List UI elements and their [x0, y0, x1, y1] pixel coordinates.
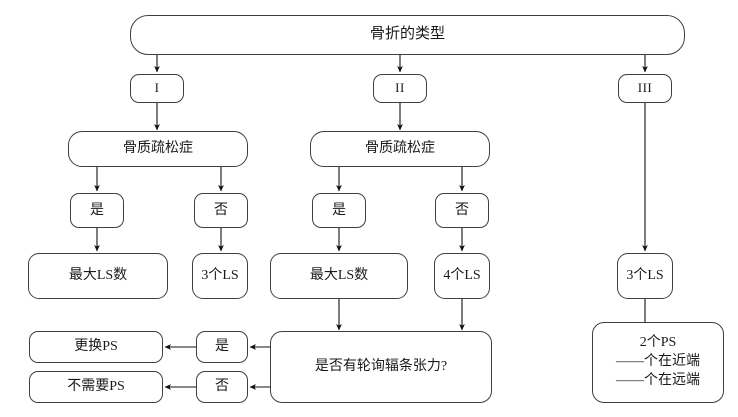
node-osteoporosis-left-label: 骨质疏松症 [123, 141, 193, 157]
node-spoke-tension-question[interactable]: 是否有轮询辐条张力? [270, 331, 492, 403]
node-no-left-label: 否 [214, 202, 228, 218]
node-no-bottom[interactable]: 否 [196, 371, 248, 403]
node-no-left[interactable]: 否 [194, 193, 248, 228]
node-yes-mid-label: 是 [332, 202, 346, 218]
node-yes-bottom[interactable]: 是 [196, 331, 248, 363]
node-fracture-type[interactable]: 骨折的类型 [130, 15, 685, 55]
node-two-ps-line-2: ——个在近端 [616, 354, 700, 370]
node-max-ls-left-label: 最大LS数 [68, 268, 128, 284]
node-osteoporosis-mid-label: 骨质疏松症 [365, 141, 435, 157]
node-type-1-label: I [154, 80, 160, 96]
node-no-ps-needed[interactable]: 不需要PS [29, 371, 163, 403]
node-replace-ps-label: 更换PS [74, 339, 118, 355]
node-yes-left-label: 是 [90, 202, 104, 218]
node-two-ps-line-3: ——个在远端 [616, 372, 700, 388]
node-three-ls-left-label: 3个LS [201, 268, 239, 284]
node-fracture-type-label: 骨折的类型 [369, 26, 445, 43]
node-replace-ps[interactable]: 更换PS [29, 331, 163, 363]
node-yes-bottom-label: 是 [215, 339, 229, 355]
node-type-3-label: III [637, 80, 653, 96]
node-yes-left[interactable]: 是 [70, 193, 124, 228]
node-osteoporosis-left[interactable]: 骨质疏松症 [68, 131, 248, 167]
node-type-2[interactable]: II [373, 74, 427, 103]
node-three-ls-left[interactable]: 3个LS [192, 253, 248, 299]
node-four-ls-mid[interactable]: 4个LS [434, 253, 490, 299]
node-spoke-tension-question-label: 是否有轮询辐条张力? [314, 359, 448, 375]
node-three-ls-right[interactable]: 3个LS [617, 253, 673, 299]
node-two-ps[interactable]: 2个PS ——个在近端 ——个在远端 [592, 322, 724, 403]
node-two-ps-line-1: 2个PS [639, 335, 677, 351]
node-no-bottom-label: 否 [215, 379, 229, 395]
node-type-3[interactable]: III [618, 74, 672, 103]
node-yes-mid[interactable]: 是 [312, 193, 366, 228]
node-osteoporosis-mid[interactable]: 骨质疏松症 [310, 131, 490, 167]
node-max-ls-left[interactable]: 最大LS数 [28, 253, 168, 299]
node-type-2-label: II [395, 80, 405, 96]
node-no-mid-label: 否 [455, 202, 469, 218]
node-four-ls-mid-label: 4个LS [443, 268, 481, 284]
node-max-ls-mid[interactable]: 最大LS数 [270, 253, 408, 299]
node-max-ls-mid-label: 最大LS数 [309, 268, 369, 284]
node-no-mid[interactable]: 否 [435, 193, 489, 228]
node-no-ps-needed-label: 不需要PS [67, 379, 125, 395]
node-type-1[interactable]: I [130, 74, 184, 103]
node-three-ls-right-label: 3个LS [626, 268, 664, 284]
